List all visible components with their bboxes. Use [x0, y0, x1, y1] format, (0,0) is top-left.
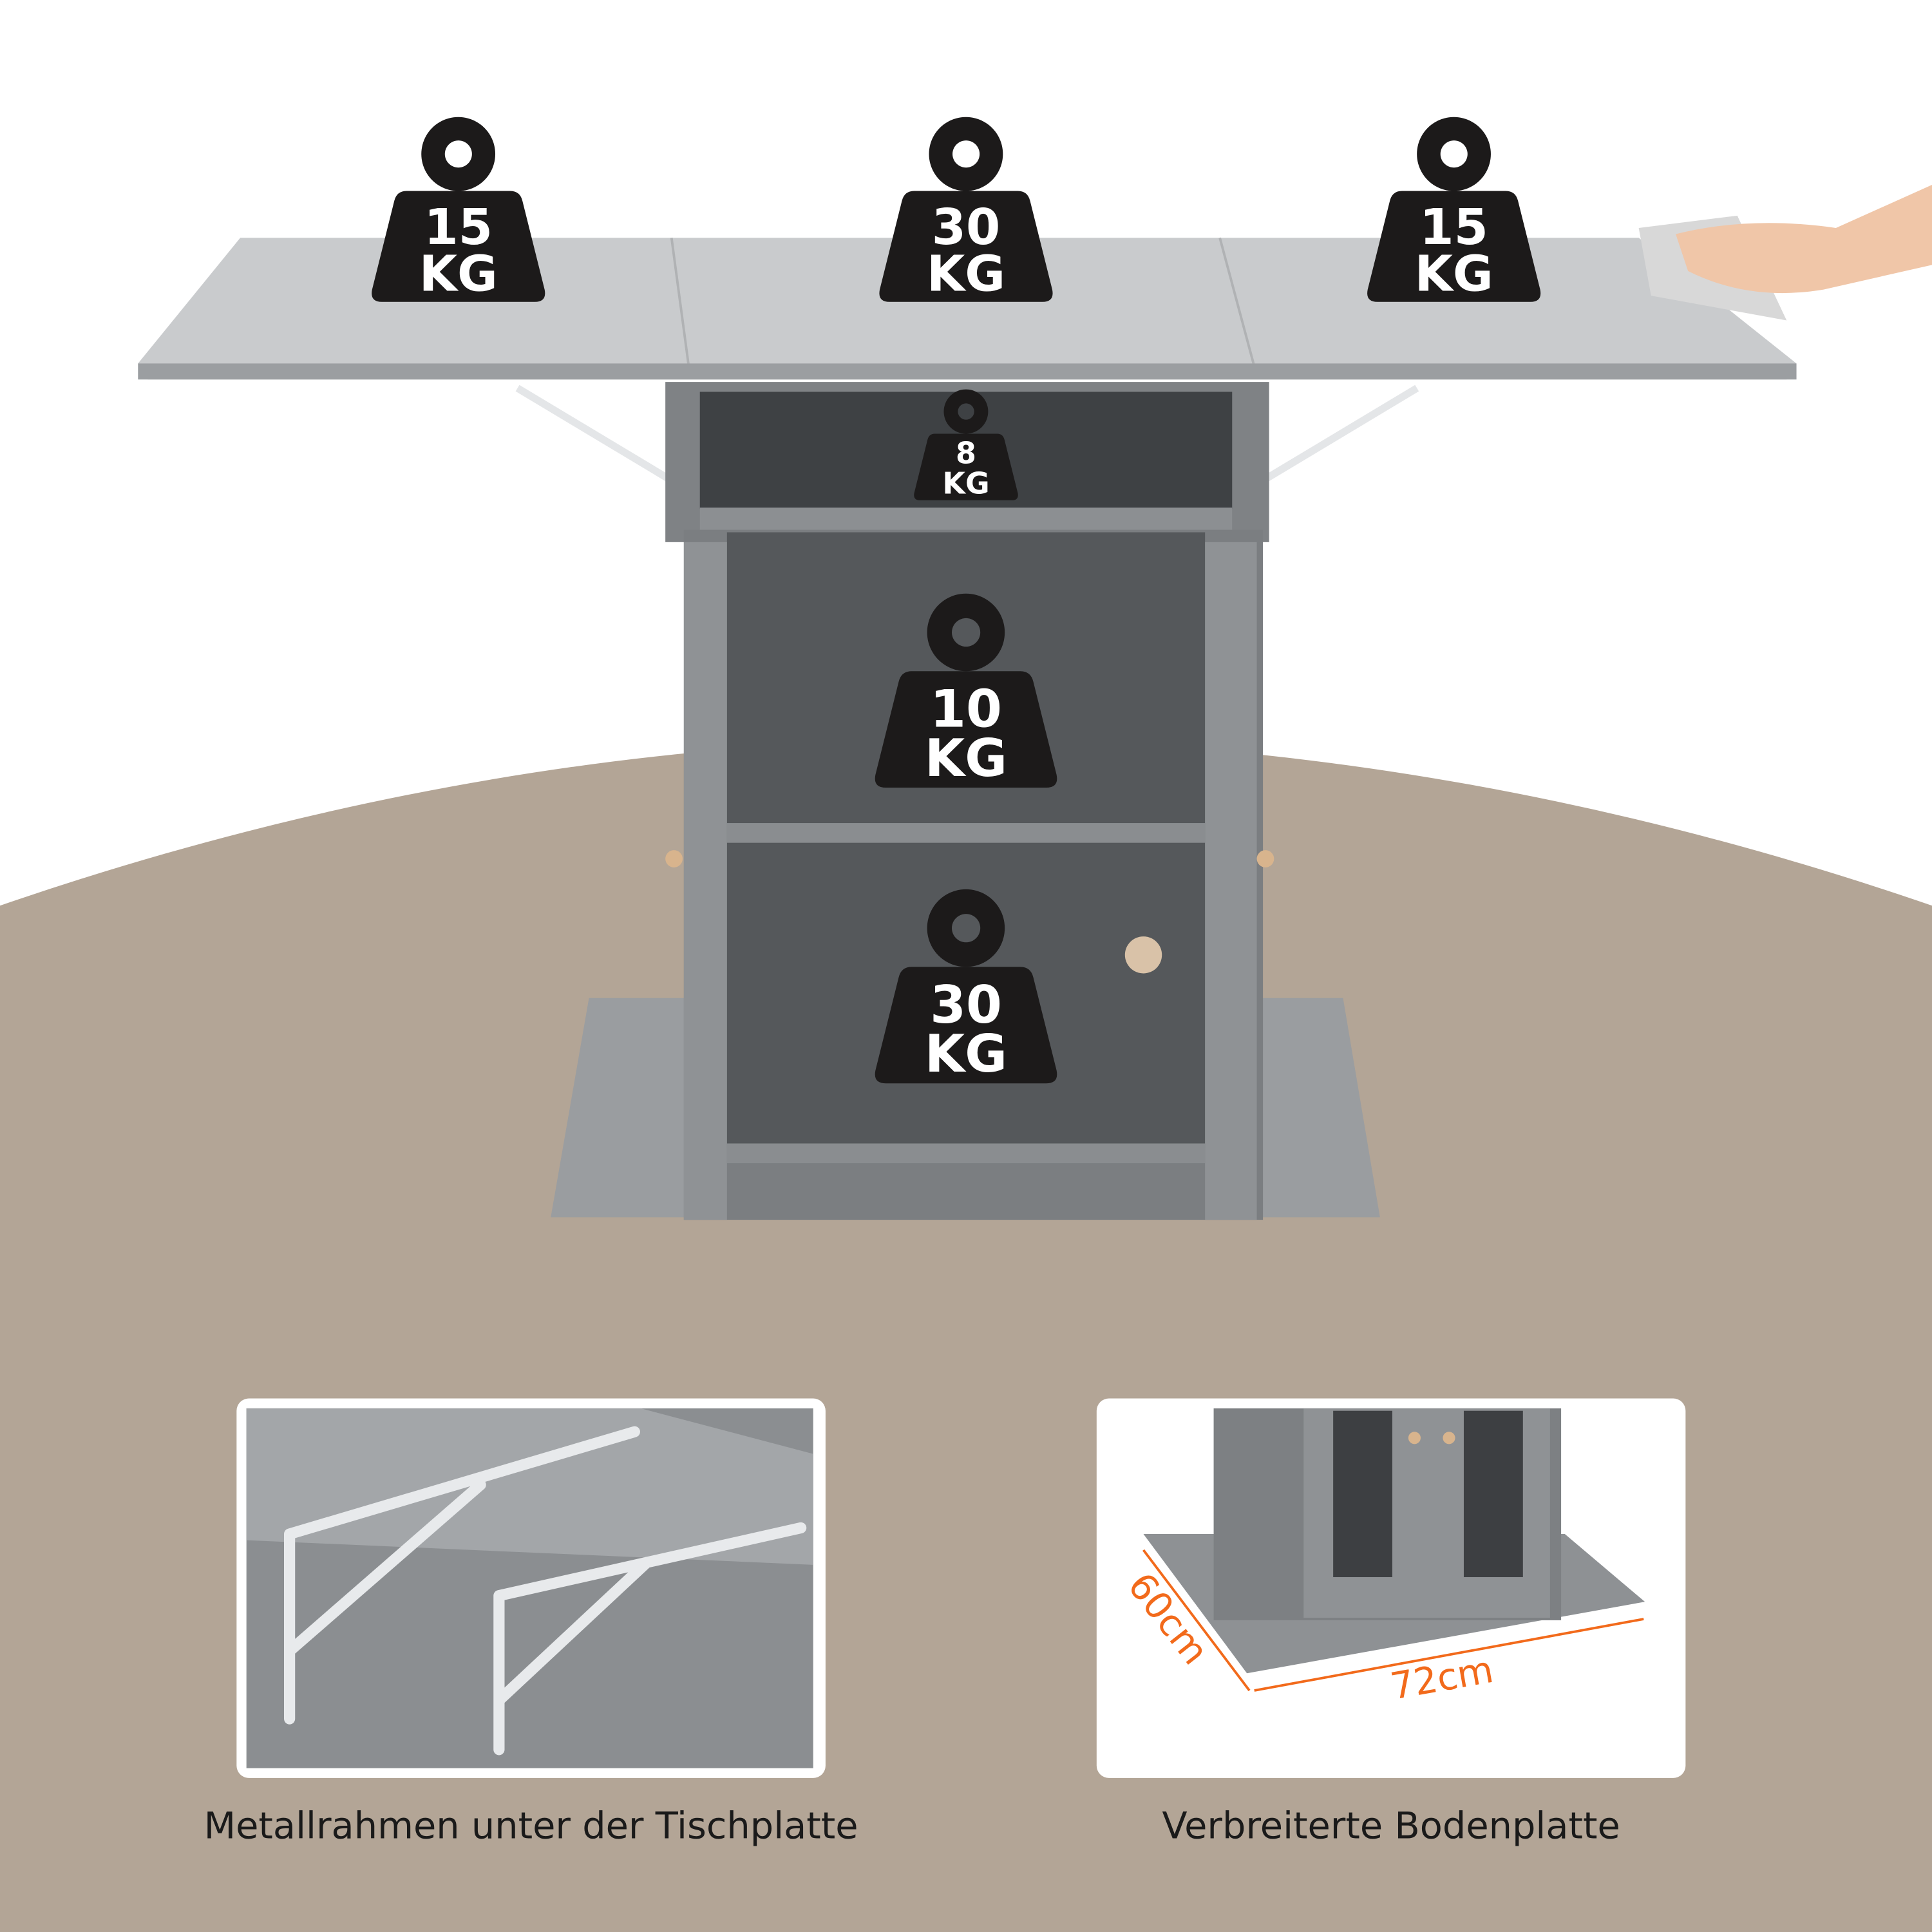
weight-unit: KG: [1415, 246, 1493, 303]
weight-value: 8: [956, 435, 976, 470]
weight-value: 15: [1419, 199, 1488, 256]
weight-value: 30: [932, 199, 1000, 256]
door-knob: [665, 850, 683, 867]
weight-badge-upper-shelf: 8KG: [914, 389, 1018, 500]
feature-card-metal-frame: Metallrahmen unter der Tischplatte: [204, 1398, 858, 1848]
hand: [1676, 184, 1932, 294]
dimension-lines: [1142, 1549, 1644, 1692]
weight-unit: KG: [925, 728, 1007, 788]
weight-unit: KG: [925, 1023, 1007, 1084]
weight-value: 10: [930, 679, 1002, 739]
cable-hole: [1124, 936, 1162, 974]
right-door: [1205, 542, 1257, 1220]
weight-unit: KG: [927, 246, 1005, 303]
weight-unit: KG: [942, 466, 989, 500]
feature-caption: Metallrahmen unter der Tischplatte: [204, 1804, 858, 1848]
bracket-illustration: [284, 1426, 807, 1756]
feature-caption: Verbreiterte Bodenplatte: [1162, 1804, 1620, 1848]
shelf: [726, 823, 1206, 843]
metal-brackets: [515, 384, 1419, 484]
weight-value: 15: [424, 199, 492, 256]
weight-value: 30: [930, 974, 1002, 1035]
left-door: [683, 542, 727, 1220]
weight-unit: KG: [419, 246, 498, 303]
feature-card-base-plate: 60cm 72cm Verbreiterte Bodenplatte: [1096, 1398, 1686, 1848]
